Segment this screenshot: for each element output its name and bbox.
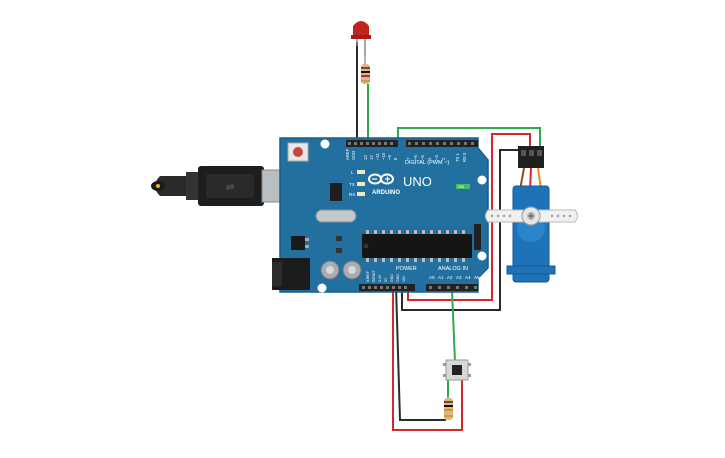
svg-text:7: 7 <box>406 157 411 160</box>
svg-text:GND: GND <box>390 274 394 282</box>
analog-pin-labels: A0 A1 A2 A3 A4 A5 <box>429 275 480 280</box>
svg-text:A3: A3 <box>456 275 462 280</box>
wire-servo-signal[interactable] <box>397 127 541 150</box>
pushbutton-icon[interactable] <box>443 359 471 381</box>
svg-text:A2: A2 <box>447 275 453 280</box>
svg-text:~11: ~11 <box>375 153 380 160</box>
model-label: UNO <box>403 174 432 189</box>
svg-text:12: 12 <box>369 155 374 160</box>
svg-text:TX 1: TX 1 <box>455 152 460 162</box>
svg-text:~3: ~3 <box>434 155 439 160</box>
status-leds: L TX RX <box>349 170 365 197</box>
mount-hole <box>320 139 330 149</box>
mount-hole <box>477 251 487 261</box>
wire-button-power[interactable] <box>392 286 463 431</box>
power-pin-labels: IOREF RESET 3.3V 5V GND GND VIN <box>366 269 406 282</box>
mount-hole <box>317 283 327 293</box>
wire-servo-ground[interactable] <box>401 149 522 311</box>
header-pins <box>348 142 474 145</box>
brand-label: ARDUINO <box>372 190 400 196</box>
top-pin-labels: AREF GND 13 12 ~11 ~10 ~9 8 7 ~6 ~5 4 ~3… <box>345 148 467 162</box>
svg-text:5V: 5V <box>384 277 388 282</box>
arduino-logo-icon <box>368 173 394 185</box>
dc-power-jack[interactable] <box>272 258 310 290</box>
svg-text:RESET: RESET <box>372 269 376 282</box>
svg-text:RX 0: RX 0 <box>462 152 467 162</box>
svg-text:3.3V: 3.3V <box>378 274 382 282</box>
analog-label: ANALOG IN <box>438 266 468 272</box>
capacitors <box>320 260 362 280</box>
svg-text:GND: GND <box>396 274 400 282</box>
svg-text:L: L <box>351 170 354 175</box>
power-label: POWER <box>396 266 417 272</box>
svg-text:IOREF: IOREF <box>366 270 370 282</box>
svg-text:AREF: AREF <box>345 148 350 160</box>
atmega-chip <box>362 234 472 258</box>
wire-button-ground[interactable] <box>395 285 446 421</box>
svg-text:VIN: VIN <box>402 276 406 282</box>
servo-icon[interactable] <box>485 146 578 283</box>
svg-text:ON: ON <box>458 184 464 189</box>
svg-text:4: 4 <box>427 157 432 160</box>
svg-text:⇌: ⇌ <box>226 182 234 193</box>
led-icon[interactable] <box>351 21 371 56</box>
svg-text:~10: ~10 <box>381 152 386 160</box>
icsp-header <box>474 224 481 250</box>
mount-hole <box>477 175 487 185</box>
svg-text:RX: RX <box>349 192 355 197</box>
svg-text:A1: A1 <box>438 275 444 280</box>
usb-cable-icon[interactable]: ⇌ <box>151 166 285 206</box>
svg-text:A0: A0 <box>429 275 435 280</box>
svg-text:A5: A5 <box>474 275 480 280</box>
reset-button[interactable] <box>287 142 309 162</box>
svg-text:8: 8 <box>393 157 398 160</box>
svg-text:TX: TX <box>349 182 355 187</box>
crystal <box>315 209 357 223</box>
svg-text:13: 13 <box>363 155 368 160</box>
resistor-icon[interactable] <box>444 396 453 420</box>
header-right <box>406 140 478 147</box>
arduino-board[interactable]: AREF GND 13 12 ~11 ~10 ~9 8 7 ~6 ~5 4 ~3… <box>279 137 489 293</box>
svg-text:2: 2 <box>441 157 446 160</box>
analog-header <box>426 284 478 291</box>
svg-text:~6: ~6 <box>413 155 418 160</box>
digital-label: DIGITAL (PWM ~) <box>405 160 449 166</box>
svg-text:~9: ~9 <box>387 155 392 160</box>
svg-text:~5: ~5 <box>420 155 425 160</box>
svg-text:A4: A4 <box>465 275 471 280</box>
usb-chip <box>330 183 342 201</box>
servo-connector <box>518 146 544 168</box>
voltage-regulator <box>291 236 305 250</box>
svg-text:GND: GND <box>351 151 356 160</box>
on-led <box>456 184 470 189</box>
resistor-icon[interactable] <box>361 56 370 84</box>
